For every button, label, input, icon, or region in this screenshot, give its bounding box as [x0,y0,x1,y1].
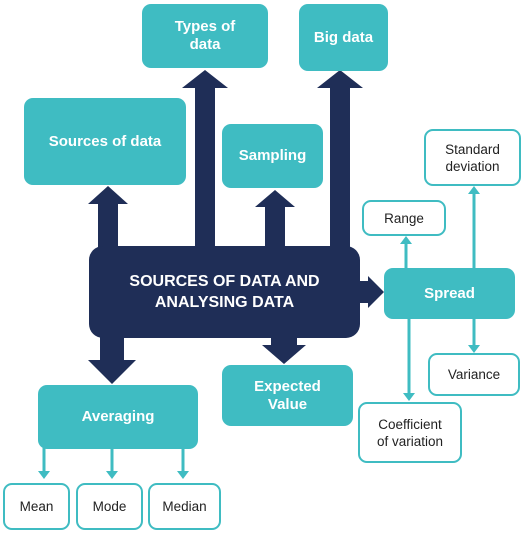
types-of-data-label: Types of data [174,18,236,53]
arrow-to-mean [38,448,50,479]
variance-node: Variance [428,353,520,396]
arrow-to-averaging [88,336,136,384]
types-of-data-node: Types of data [142,4,268,68]
sources-of-data-label: Sources of data [48,132,162,150]
mean-node: Mean [3,483,70,530]
arrow-to-sources-of-data [88,186,128,248]
averaging-node: Averaging [38,385,198,449]
arrow-to-range [400,236,412,268]
averaging-label: Averaging [81,408,155,425]
center-node-label: SOURCES OF DATA AND ANALYSING DATA [129,273,320,311]
range-node: Range [362,200,446,236]
arrow-to-coefficient-of-variation [403,318,415,401]
mode-label: Mode [92,499,127,514]
median-node: Median [148,483,221,530]
coefficient-of-variation-label: Coefficient of variation [376,416,444,449]
sources-of-data-node: Sources of data [24,98,186,185]
arrow-to-standard-deviation [468,186,480,268]
standard-deviation-node: Standard deviation [424,129,521,186]
center-node: SOURCES OF DATA AND ANALYSING DATA [89,246,360,338]
arrow-to-median [177,448,189,479]
arrow-to-expected-value [262,336,306,364]
mean-label: Mean [19,499,54,514]
median-label: Median [162,499,207,514]
arrow-to-types-of-data [182,70,228,248]
arrow-to-big-data [317,70,363,248]
big-data-label: Big data [313,28,374,46]
expected-value-label: Expected Value [254,377,321,413]
spread-label: Spread [424,284,475,302]
range-label: Range [384,210,424,226]
expected-value-node: Expected Value [222,365,353,426]
arrow-to-variance [468,318,480,353]
variance-label: Variance [447,367,501,382]
big-data-node: Big data [299,4,388,71]
coefficient-of-variation-node: Coefficient of variation [358,402,462,463]
spread-node: Spread [384,268,515,319]
sampling-node: Sampling [222,124,323,188]
arrow-to-mode [106,448,118,479]
mode-node: Mode [76,483,143,530]
arrow-to-sampling [255,190,295,248]
standard-deviation-label: Standard deviation [445,141,500,174]
sampling-label: Sampling [238,147,307,164]
arrow-to-spread [358,276,384,308]
